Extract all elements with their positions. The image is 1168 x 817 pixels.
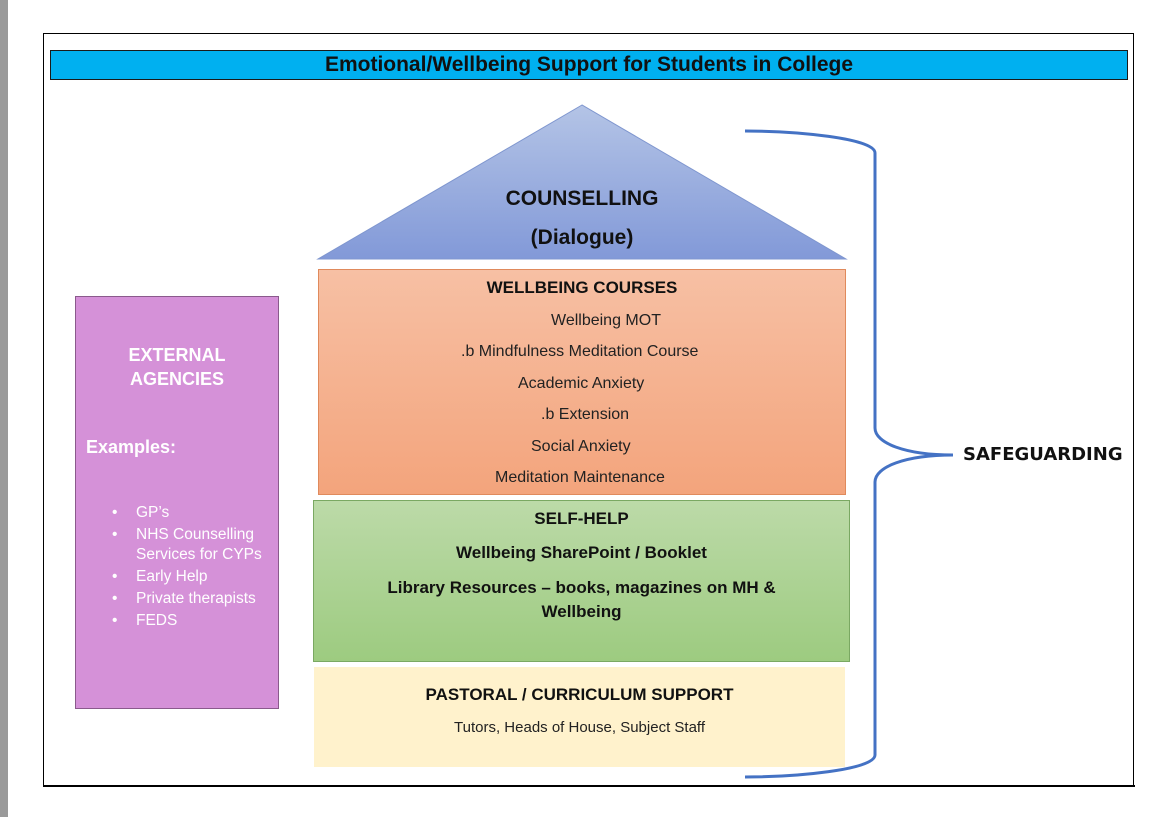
wellbeing-courses-box: WELLBEING COURSES Wellbeing MOT .b Mindf…: [318, 269, 846, 495]
external-agencies-title-line: EXTERNAL: [128, 345, 226, 365]
safeguarding-brace: [744, 129, 954, 779]
pastoral-box: PASTORAL / CURRICULUM SUPPORT Tutors, He…: [314, 667, 845, 767]
list-item: Early Help: [112, 567, 272, 587]
course-item: .b Mindfulness Meditation Course: [461, 343, 699, 360]
external-agencies-title: EXTERNAL AGENCIES: [76, 343, 278, 391]
examples-label: Examples:: [86, 437, 177, 457]
self-help-line: Wellbeing: [541, 602, 622, 621]
page-edge-strip: [0, 0, 8, 817]
wellbeing-courses-title: WELLBEING COURSES: [486, 278, 678, 297]
diagram-frame: [43, 33, 1134, 786]
counselling-title: COUNSELLING: [505, 187, 659, 210]
course-item: Wellbeing MOT: [551, 312, 661, 329]
course-item: Social Anxiety: [531, 438, 631, 455]
course-item: .b Extension: [541, 406, 630, 423]
self-help-line: Wellbeing SharePoint / Booklet: [456, 543, 707, 562]
self-help-line: Library Resources – books, magazines on …: [387, 578, 776, 597]
pastoral-subtitle: Tutors, Heads of House, Subject Staff: [454, 719, 705, 736]
counselling-roof: [316, 104, 848, 260]
counselling-subtitle: (Dialogue): [530, 226, 634, 249]
list-item: Private therapists: [112, 589, 272, 609]
list-item: GP’s: [112, 503, 272, 523]
pastoral-title: PASTORAL / CURRICULUM SUPPORT: [425, 685, 734, 704]
list-item: FEDS: [112, 611, 272, 631]
external-agencies-box: EXTERNAL AGENCIES Examples: GP’s NHS Cou…: [75, 296, 279, 709]
safeguarding-label: SAFEGUARDING: [963, 444, 1123, 465]
course-item: Academic Anxiety: [518, 375, 645, 392]
external-agencies-list: GP’s NHS Counselling Services for CYPs E…: [112, 503, 272, 633]
diagram-title: Emotional/Wellbeing Support for Students…: [50, 50, 1128, 80]
self-help-title: SELF-HELP: [534, 509, 629, 528]
course-item: Meditation Maintenance: [495, 469, 665, 486]
list-item: NHS Counselling Services for CYPs: [112, 525, 272, 565]
external-agencies-title-line: AGENCIES: [129, 369, 225, 389]
frame-bottom-rule: [43, 785, 1135, 787]
self-help-box: SELF-HELP Wellbeing SharePoint / Booklet…: [313, 500, 850, 662]
